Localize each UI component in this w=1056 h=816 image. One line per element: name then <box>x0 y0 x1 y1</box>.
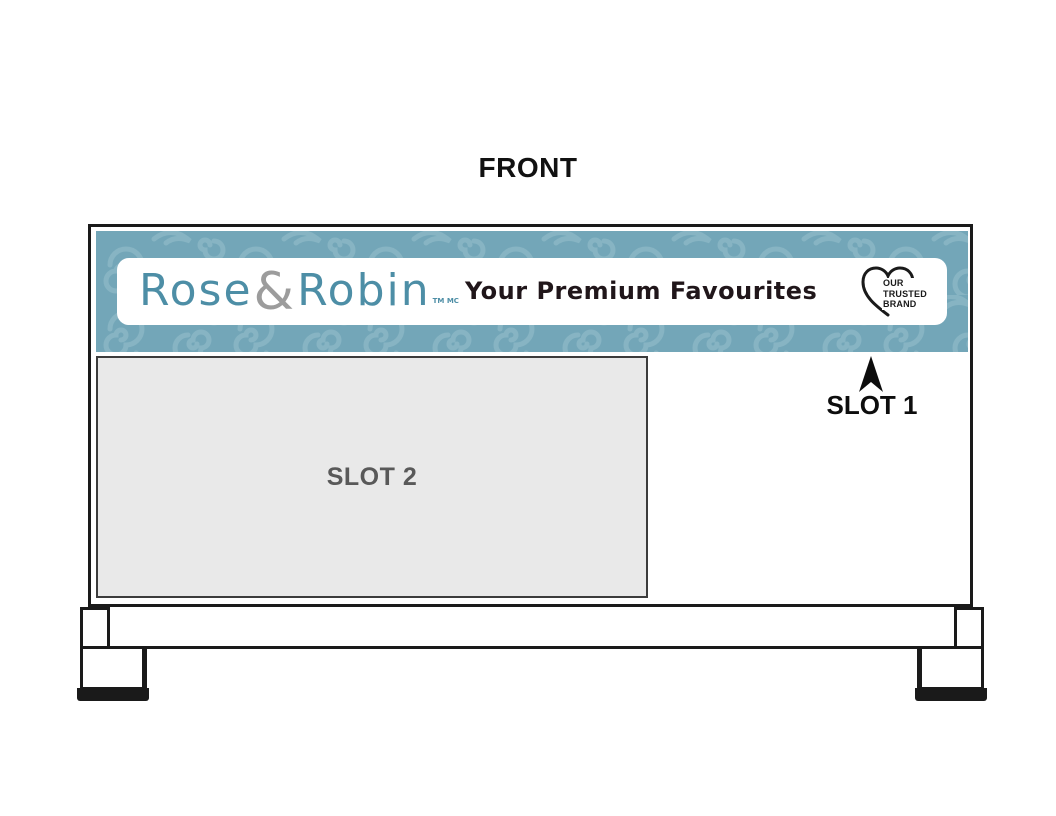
logo-robin: Robin <box>297 265 431 316</box>
right-leg-lower <box>917 646 984 690</box>
left-leg-lower <box>80 646 147 690</box>
right-foot-pad <box>915 688 987 701</box>
slot2-label: SLOT 2 <box>326 462 418 491</box>
right-leg-upper <box>954 607 984 649</box>
trusted-brand-badge: OUR TRUSTED BRAND <box>857 265 931 319</box>
slot1-label: SLOT 1 <box>826 390 918 420</box>
logo-trademark: TM MC <box>432 297 459 305</box>
badge-text: OUR TRUSTED BRAND <box>882 278 928 310</box>
base-rail <box>106 646 958 649</box>
logo-ampersand: & <box>253 262 297 322</box>
badge-line-trusted: TRUSTED <box>883 288 927 299</box>
brand-tagline: Your Premium Favourites <box>465 277 818 305</box>
left-leg-upper <box>80 607 110 649</box>
left-foot-pad <box>77 688 149 701</box>
page-title: FRONT <box>478 152 578 183</box>
logo-rose: Rose <box>139 265 253 316</box>
badge-line-our: OUR <box>883 278 904 288</box>
badge-line-brand: BRAND <box>883 299 917 309</box>
slot2-area: SLOT 2 <box>96 356 648 598</box>
slot1-up-arrow-icon <box>859 356 883 392</box>
